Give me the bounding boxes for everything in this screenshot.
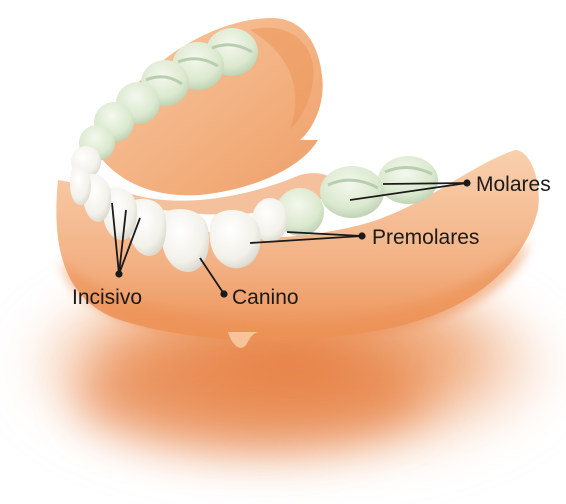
premolares-dot [358, 232, 365, 239]
label-molares: Molares [476, 173, 551, 196]
molares-leader-1 [383, 183, 467, 184]
label-premolares: Premolares [372, 226, 479, 249]
label-canino: Canino [232, 286, 299, 309]
incisivo-dot [115, 270, 122, 277]
molares-dot [463, 179, 470, 186]
label-incisivo: Incisivo [72, 286, 142, 309]
canino-dot [220, 290, 227, 297]
